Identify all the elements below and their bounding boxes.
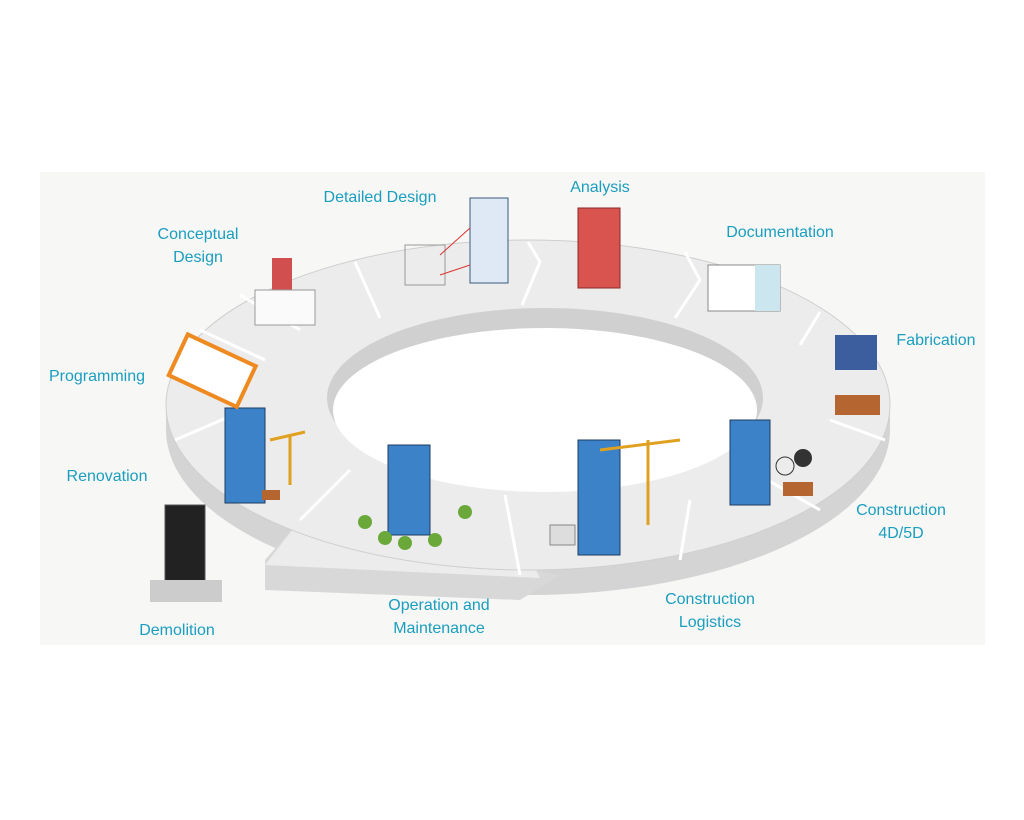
detailed-design-icon: [404, 197, 509, 286]
label-line: Documentation: [726, 224, 834, 241]
programming-icon: [166, 331, 259, 410]
demolition-icon: [150, 504, 222, 602]
stage-label-construction-4d5d: Construction 4D/5D: [856, 499, 946, 545]
label-line: Conceptual: [157, 226, 239, 243]
label-line: Operation and: [388, 597, 490, 614]
label-line: Demolition: [139, 622, 215, 639]
label-line: Programming: [48, 368, 146, 385]
stage-label-demolition: Demolition: [139, 619, 215, 642]
renovation-icon: [224, 407, 306, 504]
label-line: Design: [173, 249, 223, 266]
fabrication-icon: [835, 335, 880, 415]
stage-label-documentation: Documentation: [726, 221, 834, 244]
label-line: Maintenance: [393, 620, 485, 637]
label-line: Detailed Design: [323, 189, 437, 206]
stage-label-programming: Programming: [49, 365, 145, 388]
label-line: Logistics: [678, 614, 742, 631]
documentation-icon: [707, 264, 781, 312]
ring-hole: [333, 328, 757, 492]
stage-label-renovation: Renovation: [67, 465, 148, 488]
label-line: Construction: [665, 591, 755, 608]
analysis-icon: [577, 207, 621, 289]
construction-logistics-icon: [549, 438, 681, 556]
operation-maintenance-icon: [358, 444, 472, 550]
label-line: Construction: [856, 502, 946, 519]
conceptual-design-icon: [254, 258, 316, 326]
construction-4d5d-icon: [729, 419, 813, 506]
label-line: 4D/5D: [878, 525, 924, 542]
stage-label-detailed-design: Detailed Design: [324, 186, 437, 209]
label-line: Renovation: [66, 468, 148, 485]
label-line: Analysis: [570, 179, 630, 196]
label-line: Fabrication: [896, 332, 976, 349]
stage-label-analysis: Analysis: [570, 176, 630, 199]
stage-label-fabrication: Fabrication: [896, 329, 975, 352]
